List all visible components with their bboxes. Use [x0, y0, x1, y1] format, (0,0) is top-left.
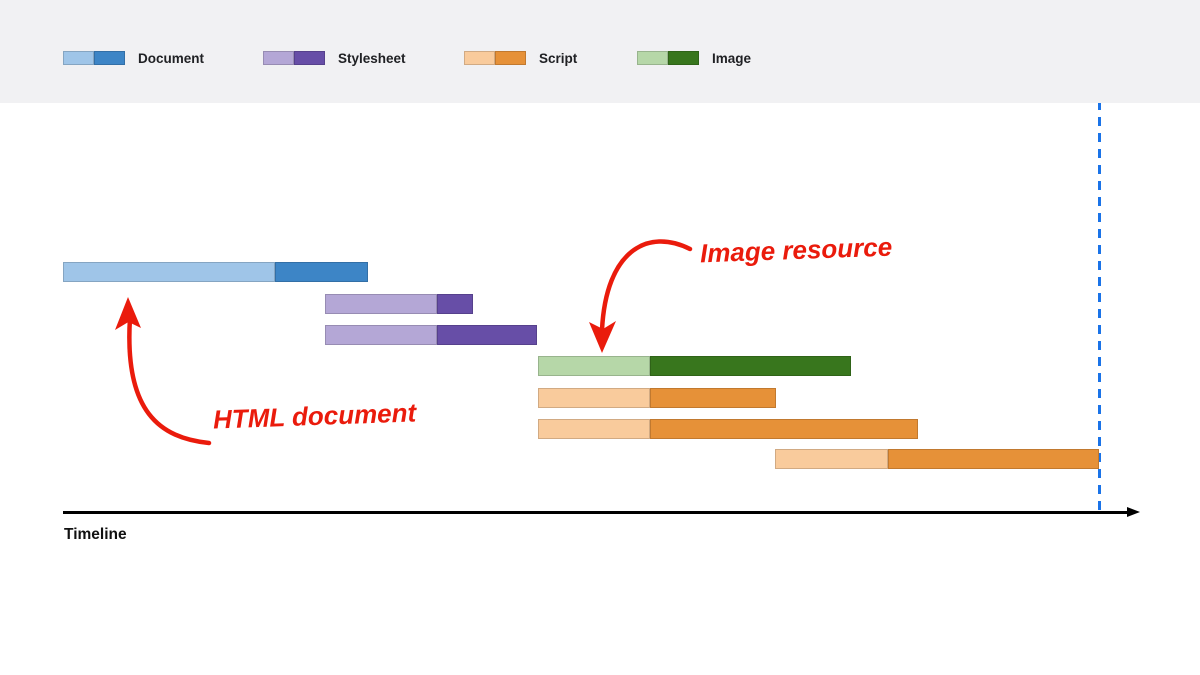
- stylesheet-bar-light-segment: [325, 294, 437, 314]
- script-swatch-light: [464, 51, 495, 65]
- document-bar-dark-segment: [275, 262, 368, 282]
- stylesheet-bar-dark-segment: [437, 325, 537, 345]
- html-document-arrowhead: [115, 297, 141, 330]
- legend-label: Script: [539, 50, 578, 66]
- script-bar-dark-segment: [888, 449, 1099, 469]
- stylesheet-bar: [325, 294, 473, 314]
- script-legend-swatch: [464, 51, 526, 65]
- document-legend-swatch: [63, 51, 125, 65]
- document-swatch-light: [63, 51, 94, 65]
- script-bar: [538, 419, 918, 439]
- script-bar-light-segment: [538, 419, 650, 439]
- stylesheet-swatch-light: [263, 51, 294, 65]
- document-swatch-dark: [94, 51, 125, 65]
- script-bar-dark-segment: [650, 388, 776, 408]
- image-swatch-dark: [668, 51, 699, 65]
- image-bar: [538, 356, 851, 376]
- script-bar-dark-segment: [650, 419, 918, 439]
- stylesheet-legend-swatch: [263, 51, 325, 65]
- stylesheet-bar-dark-segment: [437, 294, 473, 314]
- legend-item-image: Image: [637, 44, 751, 72]
- script-swatch-dark: [495, 51, 526, 65]
- legend-label: Document: [138, 50, 205, 66]
- script-bar: [775, 449, 1099, 469]
- html-document-label: HTML document: [212, 397, 417, 435]
- document-bar-light-segment: [63, 262, 275, 282]
- stylesheet-bar: [325, 325, 537, 345]
- image-bar-dark-segment: [650, 356, 851, 376]
- script-bar: [538, 388, 776, 408]
- html-document-arrow: [127, 315, 212, 446]
- timeline-axis-arrowhead: [1127, 506, 1140, 517]
- legend-label: Image: [712, 50, 752, 66]
- script-bar-light-segment: [538, 388, 650, 408]
- image-resource-label: Image resource: [699, 231, 893, 269]
- stylesheet-swatch-dark: [294, 51, 325, 65]
- legend-item-document: Document: [63, 44, 204, 72]
- timeline-axis-label: Timeline: [64, 526, 127, 543]
- image-swatch-light: [637, 51, 668, 65]
- script-bar-light-segment: [775, 449, 888, 469]
- legend: Document Stylesheet Script Image: [0, 0, 1200, 103]
- stylesheet-bar-light-segment: [325, 325, 437, 345]
- document-bar: [63, 262, 368, 282]
- image-legend-swatch: [637, 51, 699, 65]
- image-resource-arrow: [599, 239, 693, 333]
- legend-label: Stylesheet: [338, 50, 406, 66]
- legend-item-script: Script: [464, 44, 577, 72]
- lcp-dashed-line: [1097, 101, 1101, 512]
- image-bar-light-segment: [538, 356, 650, 376]
- image-resource-arrowhead: [589, 321, 616, 353]
- timeline-axis: [63, 511, 1127, 514]
- legend-item-stylesheet: Stylesheet: [263, 44, 406, 72]
